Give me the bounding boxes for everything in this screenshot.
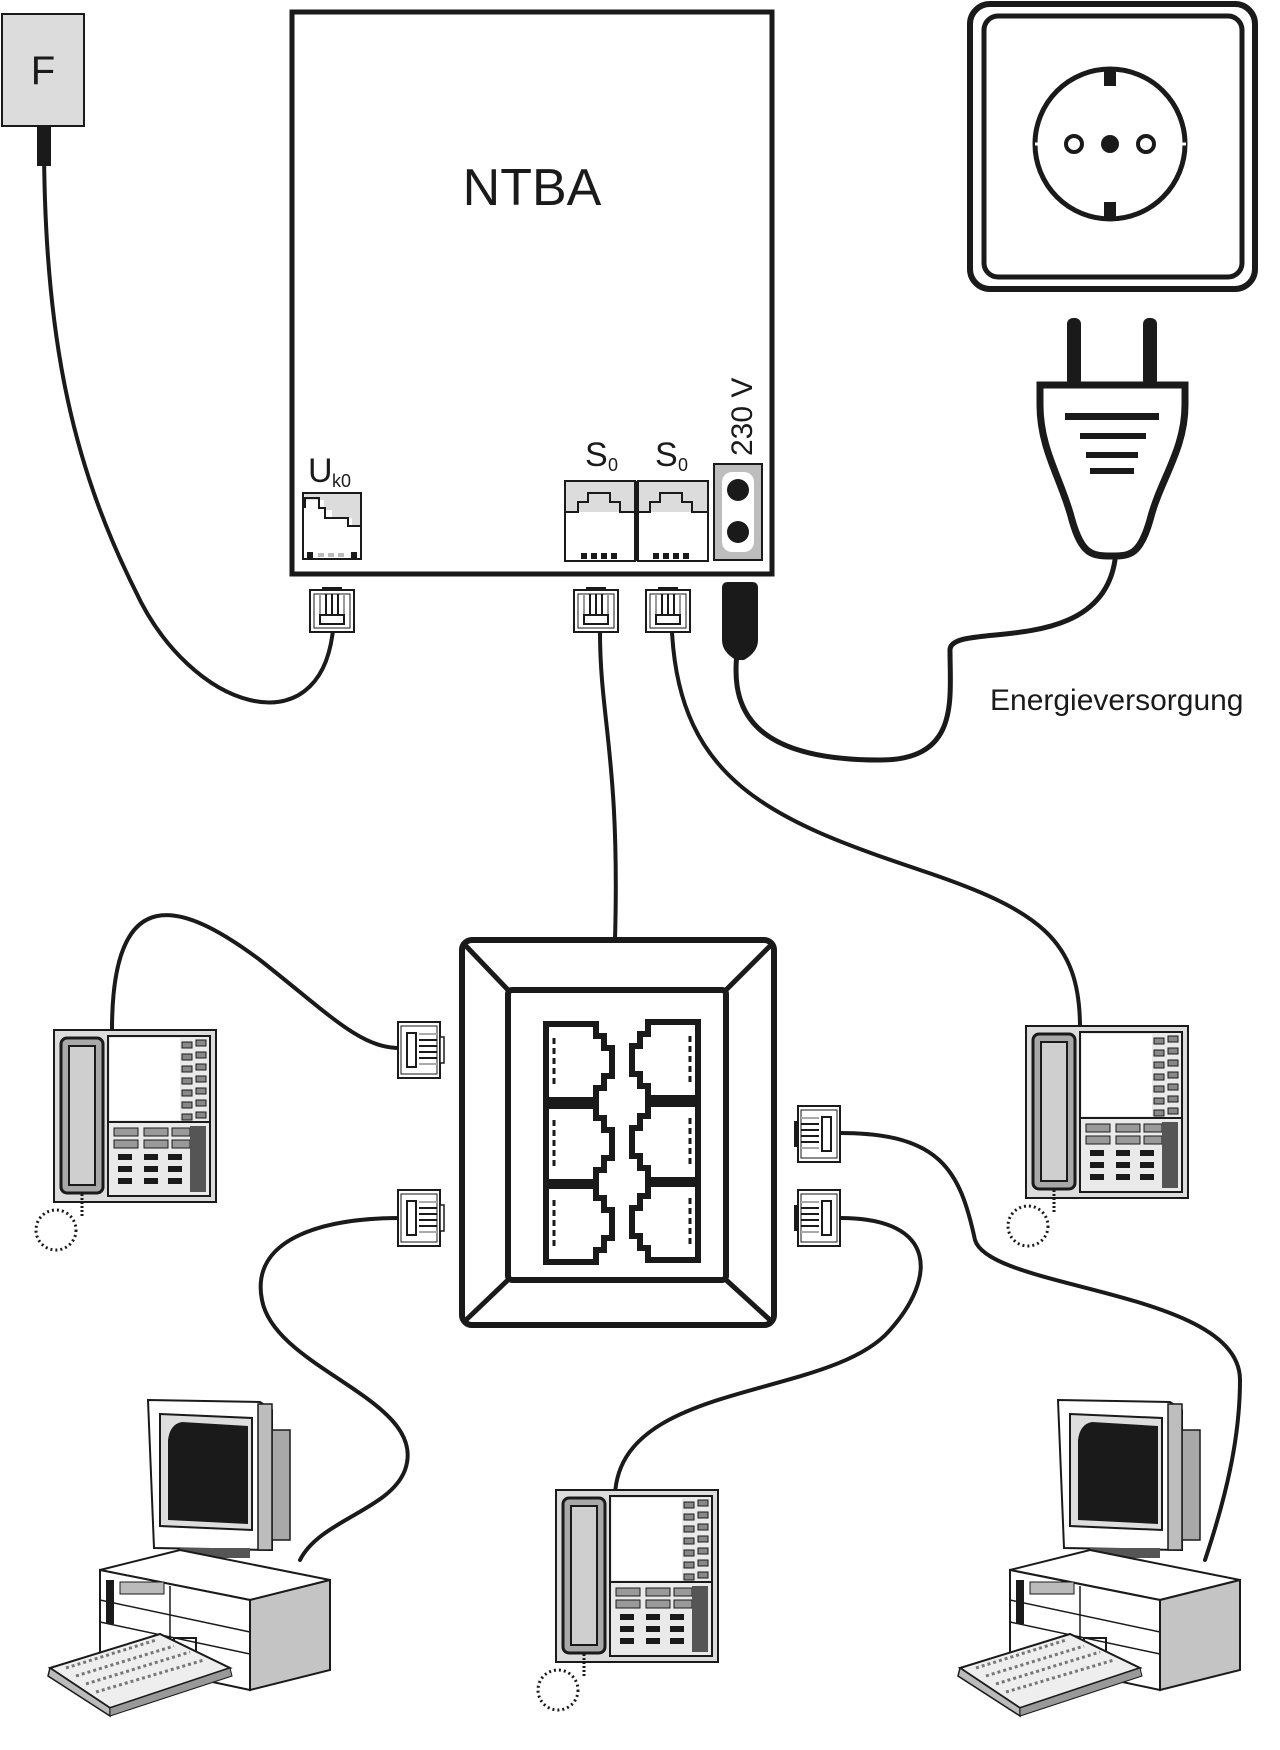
telephone-left [34,1028,218,1252]
port-s0-1-label-main: S [585,436,608,474]
ntba-label: NTBA [463,159,602,217]
schuko-socket-icon [967,1,1258,292]
wall-jack-f: F [1,13,85,166]
rj-jack-3[interactable] [546,1106,612,1182]
cable-power [733,557,1118,763]
power-inlet-230v[interactable]: 230 V [713,378,763,561]
plug-jb-left-top[interactable] [397,1021,445,1079]
telephone-bottom [536,1488,720,1712]
plug-s0-2[interactable] [645,586,691,633]
power-plug-icon [1036,318,1189,560]
cable-left-telephone [110,913,402,1050]
power-supply-label: Energieversorgung [990,684,1244,717]
junction-box [459,937,777,1328]
port-s0-2-label-sub: 0 [678,455,688,475]
cable-s0-to-right-telephone [670,630,1082,1030]
plug-jb-right-bottom[interactable] [793,1189,841,1247]
wall-jack-label: F [31,49,55,93]
port-uk0-label-main: U [308,452,333,490]
cables [42,138,1242,1562]
rj-jack-5[interactable] [546,1186,612,1262]
cable-bottom-telephone [613,1216,923,1497]
computer-left [46,1398,332,1718]
cable-right-computer [838,1131,1242,1562]
ntba-box: NTBA U k0 S 0 S 0 [289,9,775,577]
plug-jb-left-bottom[interactable] [397,1189,445,1247]
rj-jack-4[interactable] [632,1104,698,1180]
plug-jb-right-top[interactable] [793,1105,841,1163]
cable-left-computer [258,1216,410,1562]
rj-jack-2[interactable] [632,1022,698,1098]
port-s0-2[interactable]: S 0 [637,436,709,562]
rj-jack-6[interactable] [632,1184,698,1260]
port-s0-2-label-main: S [655,436,678,474]
telephone-right [1006,1024,1190,1248]
cable-wall-to-ntba [42,138,335,705]
computer-right [956,1398,1242,1718]
power-inlet-label: 230 V [726,378,759,456]
rj-jack-1[interactable] [546,1024,612,1100]
plug-s0-1[interactable] [573,586,619,633]
plug-uk0[interactable] [309,586,355,633]
port-uk0-label-sub: k0 [332,471,351,491]
port-s0-1-label-sub: 0 [608,455,618,475]
cable-s0-to-junction-box [598,630,618,942]
port-s0-1[interactable]: S 0 [564,436,636,562]
power-connector-plug[interactable] [722,582,758,660]
port-uk0[interactable]: U k0 [302,452,362,560]
